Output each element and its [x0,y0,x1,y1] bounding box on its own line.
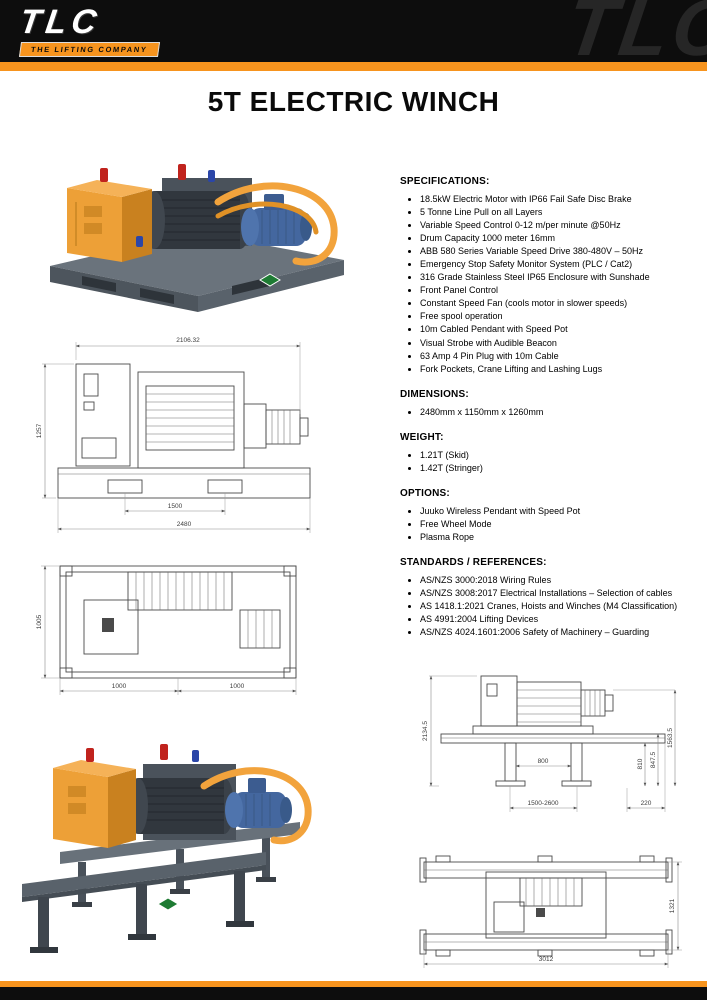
dimension-label: 2480 [177,521,192,528]
dimensions-item: 2480mm x 1150mm x 1260mm [420,406,700,419]
side-elevation-drawing: 2106.32 1257 1500 2480 [26,330,331,548]
dimension-label: 1257 [36,423,43,438]
weight-item: 1.21T (Skid) [420,449,700,462]
standards-item: AS 1418.1:2021 Cranes, Hoists and Winche… [420,600,700,613]
dimension-label: 2106.32 [176,337,200,344]
dimension-label: 3012 [539,956,554,963]
weight-item: 1.42T (Stringer) [420,462,700,475]
dimension-label: 1500 [168,503,183,510]
specification-item: Constant Speed Fan (cools motor in slowe… [420,297,700,310]
page-header: TLC THE LIFTING COMPANY TLC [0,0,707,62]
options-heading: OPTIONS: [400,487,450,499]
weight-section: WEIGHT: 1.21T (Skid)1.42T (Stringer) [400,432,700,475]
front-elevation-stringer-graphic: 2134.5 800 810 847.5 1563.5 1500-2600 22… [422,675,677,812]
specification-item: 18.5kW Electric Motor with IP66 Fail Saf… [420,193,700,206]
specification-item: 316 Grade Stainless Steel IP65 Enclosure… [420,271,700,284]
specification-item: Free spool operation [420,310,700,323]
winch-render-stringer [8,702,318,972]
standards-item: AS/NZS 4024.1601:2006 Safety of Machiner… [420,626,700,639]
specification-item: Emergency Stop Safety Monitor System (PL… [420,258,700,271]
specifications-heading: SPECIFICATIONS: [400,176,490,187]
footer-accent-stripe [0,981,707,987]
options-item: Plasma Rope [420,531,700,544]
winch-render-skid [12,120,357,325]
front-elevation-stringer-drawing: 2134.5 800 810 847.5 1563.5 1500-2600 22… [415,660,693,842]
plan-view-stringer-drawing: 1321 3012 [408,846,693,978]
specification-item: Visual Strobe with Audible Beacon [420,337,700,350]
page-title: 5T ELECTRIC WINCH [207,86,500,117]
specs-column: SPECIFICATIONS: 18.5kW Electric Motor wi… [400,176,700,652]
dimension-label: 1321 [669,898,676,913]
tlc-watermark: TLC [561,0,707,62]
specifications-section: SPECIFICATIONS: 18.5kW Electric Motor wi… [400,176,700,376]
plan-view-stringer-graphic: 1321 3012 [419,855,682,968]
options-section: OPTIONS: Juuko Wireless Pendant with Spe… [400,488,700,544]
dimension-label: 810 [637,758,644,769]
specification-item: Fork Pockets, Crane Lifting and Lashing … [420,363,700,376]
standards-item: AS/NZS 3000:2018 Wiring Rules [420,574,700,587]
weight-list: 1.21T (Skid)1.42T (Stringer) [400,449,700,475]
dimensions-section: DIMENSIONS: 2480mm x 1150mm x 1260mm [400,389,700,419]
plan-view-skid-graphic: 1005 1000 1000 [36,565,297,695]
specification-item: 10m Cabled Pendant with Speed Pot [420,323,700,336]
specification-item: Drum Capacity 1000 meter 16mm [420,232,700,245]
standards-item: AS 4991:2004 Lifting Devices [420,613,700,626]
specification-item: Variable Speed Control 0-12 m/per minute… [420,219,700,232]
dimensions-heading: DIMENSIONS: [400,388,469,400]
plan-view-skid-drawing: 1005 1000 1000 [26,554,316,702]
footer-bar [0,987,707,1000]
tlc-logo-text: TLC [17,3,104,41]
specification-item: 5 Tonne Line Pull on all Layers [420,206,700,219]
tlc-logo-banner: THE LIFTING COMPANY [18,42,160,57]
weight-heading: WEIGHT: [400,431,444,443]
dimension-label: 1000 [112,683,127,690]
specification-item: ABB 580 Series Variable Speed Drive 380-… [420,245,700,258]
header-accent-stripe [0,62,707,71]
dimensions-list: 2480mm x 1150mm x 1260mm [400,406,700,419]
specifications-list: 18.5kW Electric Motor with IP66 Fail Saf… [400,193,700,376]
options-item: Free Wheel Mode [420,518,700,531]
options-list: Juuko Wireless Pendant with Speed PotFre… [400,505,700,544]
standards-item: AS/NZS 3008:2017 Electrical Installation… [420,587,700,600]
winch-render-stringer-graphic [22,744,312,953]
dimension-label: 2134.5 [422,721,429,741]
standards-section: STANDARDS / REFERENCES: AS/NZS 3000:2018… [400,557,700,639]
options-item: Juuko Wireless Pendant with Speed Pot [420,505,700,518]
dimension-label: 220 [641,800,652,807]
dimension-label: 1005 [36,614,43,629]
standards-heading: STANDARDS / REFERENCES: [400,556,547,568]
specification-item: 63 Amp 4 Pin Plug with 10m Cable [420,350,700,363]
dimension-label: 847.5 [650,751,657,768]
dimension-label: 800 [538,758,549,765]
dimension-label: 1000 [230,683,245,690]
standards-list: AS/NZS 3000:2018 Wiring RulesAS/NZS 3008… [400,574,700,639]
dimension-label: 1563.5 [667,728,674,748]
dimension-label: 1500-2600 [527,800,558,807]
specification-item: Front Panel Control [420,284,700,297]
tlc-logo: TLC THE LIFTING COMPANY [17,3,160,57]
winch-render-skid-graphic [50,164,344,312]
side-elevation-graphic: 2106.32 1257 1500 2480 [36,337,311,533]
